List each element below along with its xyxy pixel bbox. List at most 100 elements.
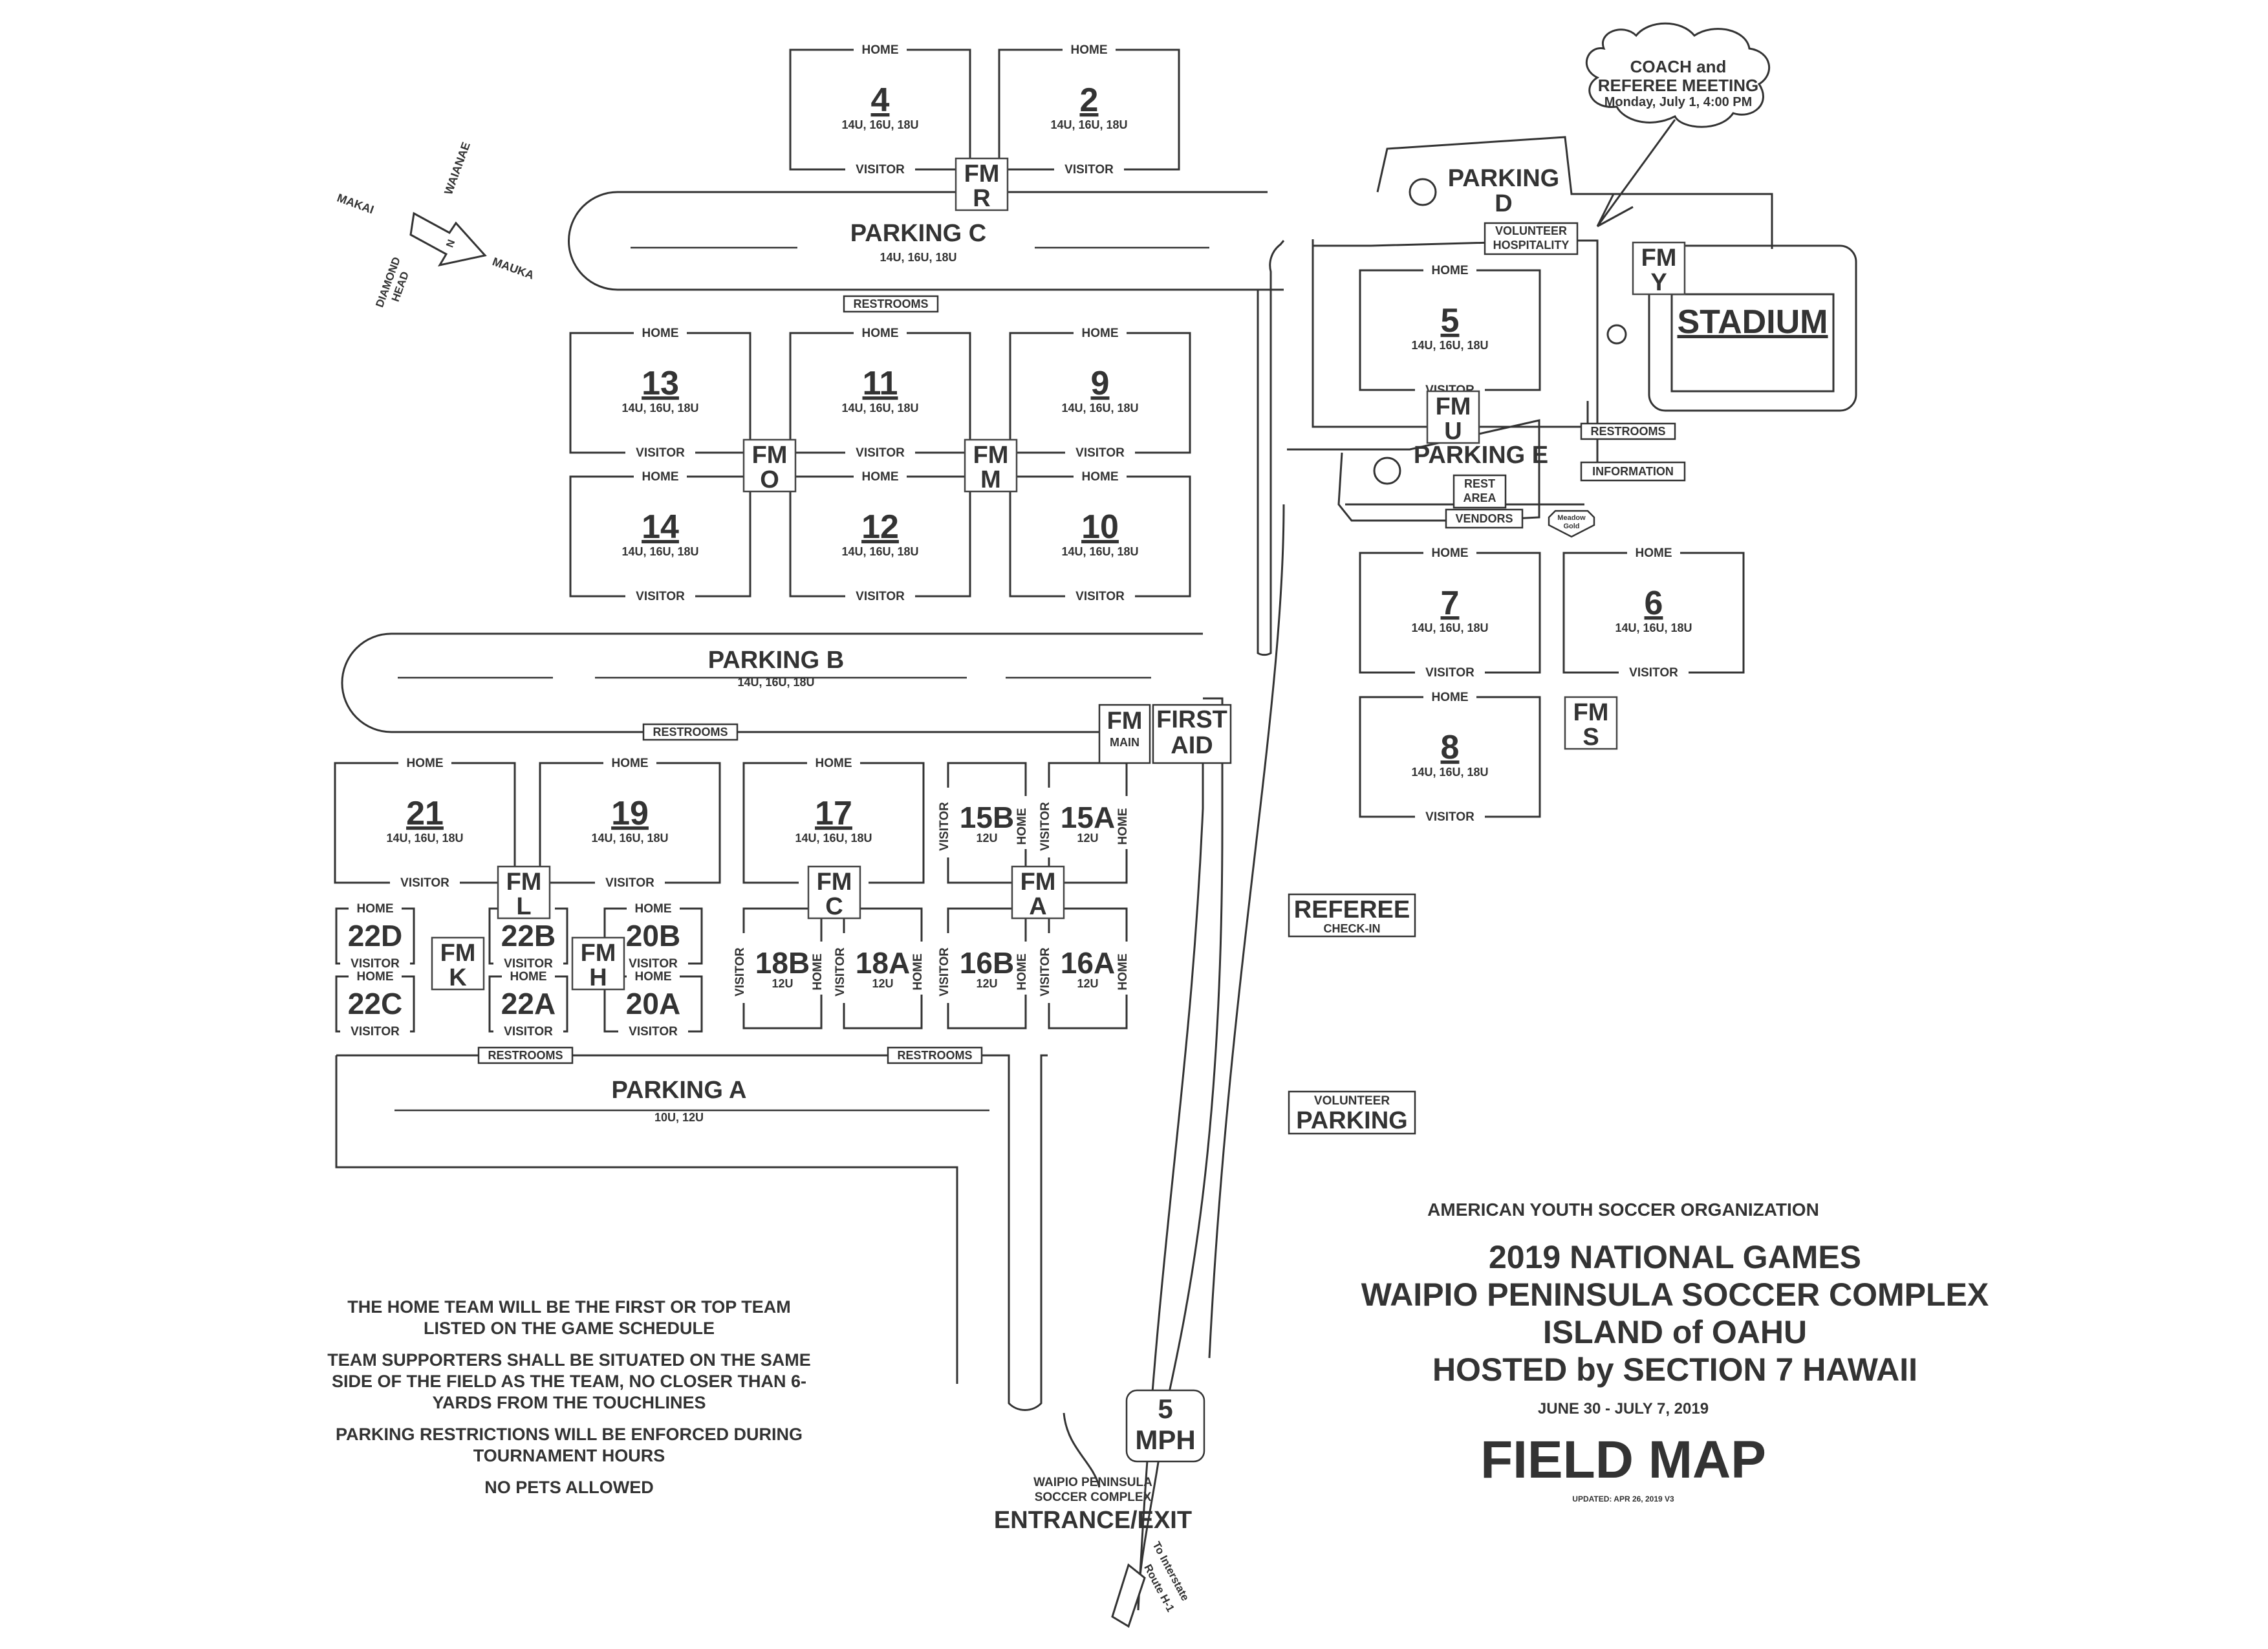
field-17-number: 17 xyxy=(815,795,852,832)
field-14-visitor-bg xyxy=(625,587,695,604)
field-17-ages: 14U, 16U, 18U xyxy=(795,832,872,845)
complex-1: WAIPIO PENINSULA xyxy=(1033,1476,1152,1489)
field-8-visitor: VISITOR xyxy=(1425,810,1474,824)
parking-a-ages: 10U, 12U xyxy=(654,1111,704,1124)
field-18a-visitor-bg xyxy=(835,933,853,1003)
restrooms-a2-box xyxy=(887,1046,983,1064)
fm-c-letter: C xyxy=(825,893,843,920)
field-21-home-bg xyxy=(398,754,451,771)
fm-o-box xyxy=(742,438,797,493)
field-14-number: 14 xyxy=(642,508,679,546)
volunteer-parking-1: VOLUNTEER xyxy=(1313,1094,1390,1108)
field-17-home-bg xyxy=(807,754,860,771)
field-22c-home-bg xyxy=(349,967,402,984)
volunteer-hospitality-2: HOSPITALITY xyxy=(1493,239,1570,252)
field-16b-home-bg xyxy=(1017,942,1035,995)
field-22d-number: 22D xyxy=(348,919,402,953)
field-16a-visitor-bg xyxy=(1040,933,1058,1003)
org-name: AMERICAN YOUTH SOCCER ORGANIZATION xyxy=(1427,1200,1819,1220)
field-8-home-bg xyxy=(1423,688,1476,705)
field-18b-visitor-bg xyxy=(735,933,753,1003)
field-15a-visitor: VISITOR xyxy=(1039,802,1052,851)
fm-l-prefix: FM xyxy=(506,868,542,896)
roundabout-stadium xyxy=(1606,324,1627,345)
field-8-number: 8 xyxy=(1441,729,1460,766)
meadow-gold-2: Gold xyxy=(1563,523,1580,530)
field-12-number: 12 xyxy=(861,508,899,546)
field-15b-visitor: VISITOR xyxy=(938,802,951,851)
referee-check-in: CHECK-IN xyxy=(1323,922,1381,935)
vendors-box xyxy=(1445,508,1524,529)
field-22c-visitor-bg xyxy=(340,1022,410,1039)
field-4-number: 4 xyxy=(871,81,890,119)
field-7-number: 7 xyxy=(1441,585,1460,622)
field-6-home-bg xyxy=(1627,544,1680,561)
field-22c-number: 22C xyxy=(348,987,402,1020)
field-20b-home: HOME xyxy=(635,902,672,916)
fm-l-box xyxy=(497,865,551,920)
field-2-home-bg xyxy=(1063,41,1116,58)
field-12-visitor-bg xyxy=(845,587,915,604)
field-10-home-bg xyxy=(1074,468,1127,484)
parking-d-letter: D xyxy=(1495,190,1513,217)
speed-1: 5 xyxy=(1158,1394,1173,1424)
field-12-visitor: VISITOR xyxy=(856,590,905,603)
fm-o-letter: O xyxy=(760,466,779,493)
field-11-ages: 14U, 16U, 18U xyxy=(841,402,918,415)
restrooms-a1: RESTROOMS xyxy=(488,1049,563,1062)
field-16b-number: 16B xyxy=(960,946,1014,980)
fm-k-box xyxy=(431,936,485,991)
fm-k-prefix: FM xyxy=(440,940,476,967)
field-20b-number: 20B xyxy=(626,919,680,953)
field-18b-ages: 12U xyxy=(772,977,793,990)
field-16a-home-bg xyxy=(1118,942,1136,995)
field-10-home: HOME xyxy=(1082,470,1119,484)
fm-o-prefix: FM xyxy=(752,442,788,469)
fm-m-box xyxy=(964,438,1018,493)
field-13-home-bg xyxy=(634,324,687,341)
field-21-visitor: VISITOR xyxy=(400,876,449,890)
field-19-visitor-bg xyxy=(595,874,665,890)
title-line2: WAIPIO PENINSULA SOCCER COMPLEX xyxy=(1361,1277,1989,1313)
entrance-label: ENTRANCE/EXIT xyxy=(993,1507,1193,1534)
field-6-ages: 14U, 16U, 18U xyxy=(1615,621,1692,634)
field-11-visitor-bg xyxy=(845,444,915,460)
field-18b-visitor: VISITOR xyxy=(733,947,747,997)
fm-u-box xyxy=(1426,390,1480,444)
field-22a-visitor-bg xyxy=(493,1022,563,1039)
field-20a-visitor-bg xyxy=(618,1022,688,1039)
fm-s-box xyxy=(1564,696,1618,750)
field-7-ages: 14U, 16U, 18U xyxy=(1411,621,1488,634)
fm-a-box xyxy=(1011,865,1065,920)
volunteer-hospitality-1: VOLUNTEER xyxy=(1495,224,1567,237)
restrooms-a1-box xyxy=(477,1046,574,1064)
stadium-outer xyxy=(1648,244,1857,412)
field-20b-home-bg xyxy=(627,900,680,916)
fm-r-letter: R xyxy=(973,185,990,212)
parking-a-label: PARKING A xyxy=(611,1077,747,1104)
field-14-visitor: VISITOR xyxy=(636,590,685,603)
field-22a-home: HOME xyxy=(510,970,547,984)
field-14-home: HOME xyxy=(642,470,679,484)
fm-y-prefix: FM xyxy=(1641,244,1677,272)
field-8-home: HOME xyxy=(1432,691,1469,704)
fm-h-box xyxy=(571,936,625,991)
field-5-ages: 14U, 16U, 18U xyxy=(1411,339,1488,352)
field-15b-ages: 12U xyxy=(976,832,997,845)
field-18b-home-bg xyxy=(812,942,830,995)
fm-y-box xyxy=(1632,241,1686,296)
rest-area-2: AREA xyxy=(1463,491,1496,504)
field-10-visitor: VISITOR xyxy=(1075,590,1125,603)
fm-main-box xyxy=(1098,704,1151,764)
parking-d-label: PARKING xyxy=(1447,165,1560,192)
note-1: THE HOME TEAM WILL BE THE FIRST OR TOP T… xyxy=(347,1297,791,1338)
field-10-ages: 14U, 16U, 18U xyxy=(1061,545,1138,558)
note-3: PARKING RESTRICTIONS WILL BE ENFORCED DU… xyxy=(335,1425,803,1465)
field-9-visitor: VISITOR xyxy=(1075,446,1125,460)
field-7-home-bg xyxy=(1423,544,1476,561)
field-13-ages: 14U, 16U, 18U xyxy=(621,402,698,415)
information-label: INFORMATION xyxy=(1592,465,1674,478)
field-18a-home-bg xyxy=(913,942,931,995)
meadow-gold-1: Meadow xyxy=(1557,514,1586,522)
field-16b-ages: 12U xyxy=(976,977,997,990)
